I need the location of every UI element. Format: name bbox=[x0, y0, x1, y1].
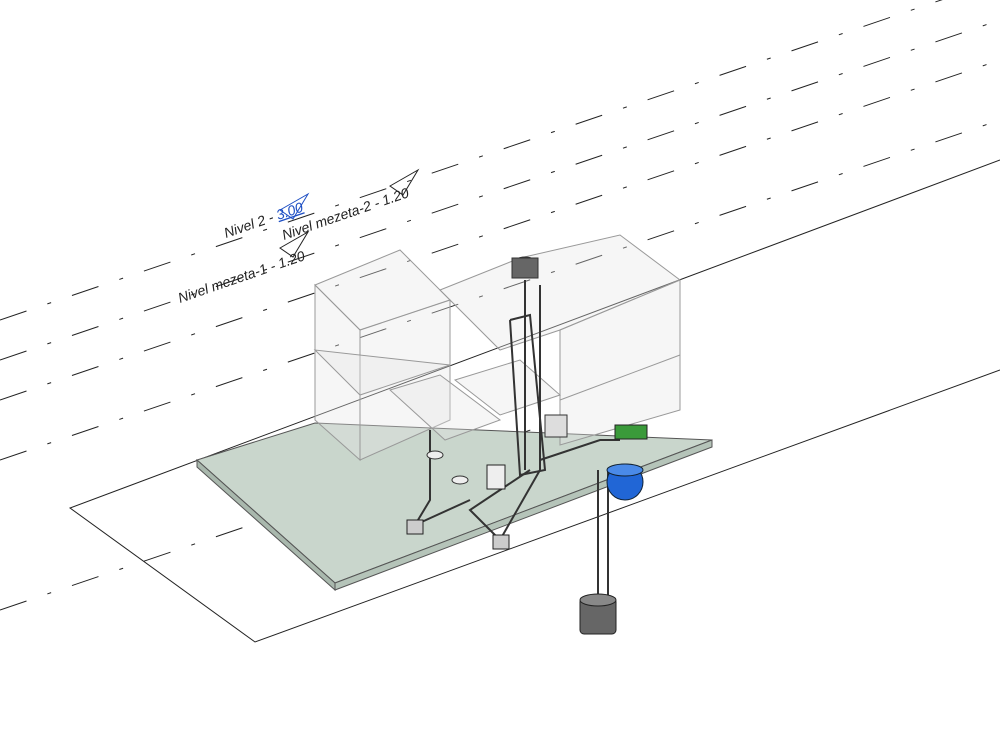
pump bbox=[614, 424, 648, 440]
level-markers bbox=[279, 168, 420, 258]
fixtures bbox=[406, 256, 648, 635]
level-grid-lines bbox=[0, 0, 1000, 611]
building-walls bbox=[313, 234, 681, 462]
plumbing-system bbox=[414, 280, 620, 600]
level-label-nivel-mezeta-1[interactable]: Nivel mezeta-1 - 1.20 bbox=[176, 247, 307, 306]
site-boundary bbox=[68, 159, 1000, 643]
level-marker-nivel-2 bbox=[279, 192, 310, 220]
